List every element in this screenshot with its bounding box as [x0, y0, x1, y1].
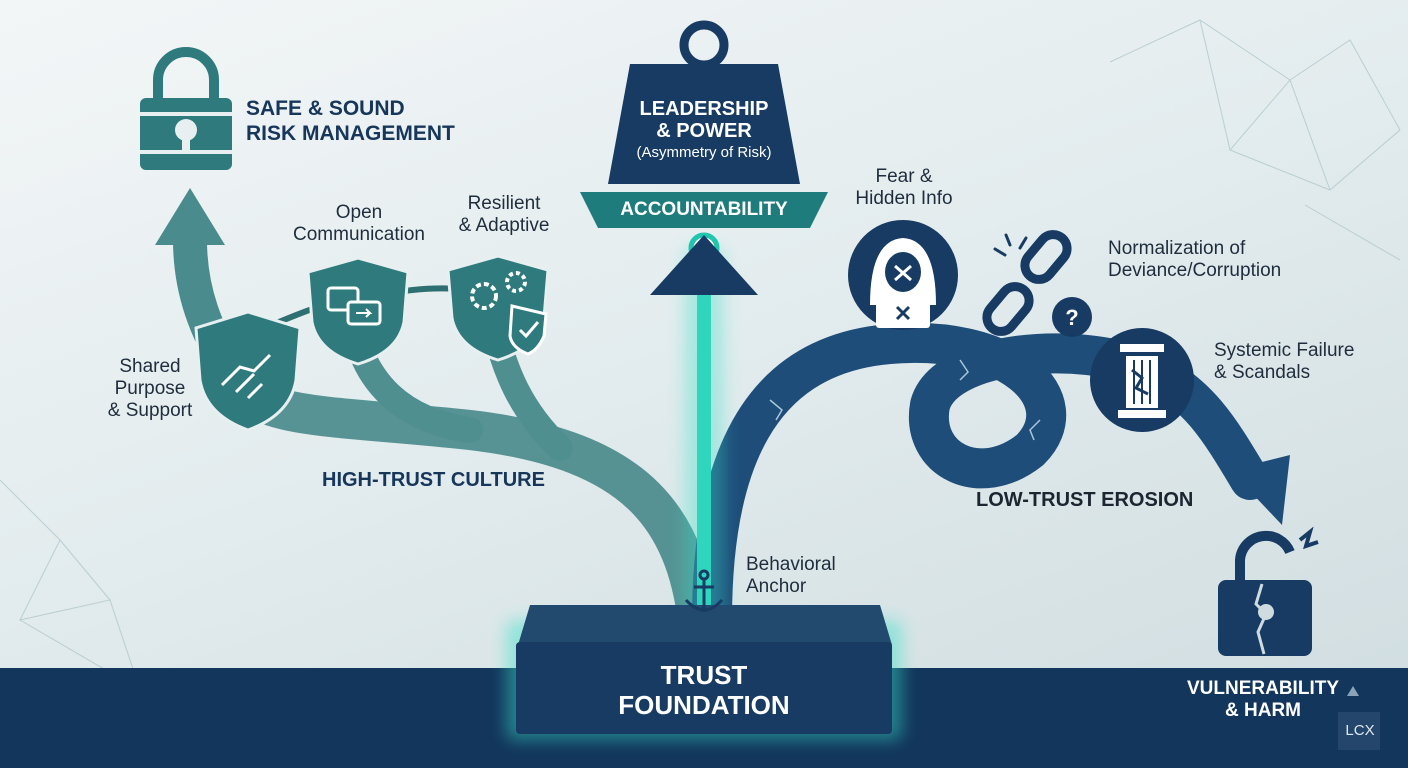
trust-foundation-label: TRUST FOUNDATION: [516, 660, 892, 720]
branch-shared-purpose-line3: & Support: [107, 400, 193, 421]
branch-shared-purpose-line2: Purpose: [114, 378, 186, 399]
gears-shield-icon: [446, 254, 550, 362]
step-fear-line2: Hidden Info: [855, 188, 953, 209]
low-trust-arrowhead: [1230, 455, 1290, 525]
branch-open-communication-label: Open Communication: [280, 202, 438, 246]
behavioral-anchor-label: Behavioral Anchor: [746, 554, 836, 598]
low-trust-erosion-label: LOW-TRUST EROSION: [976, 489, 1194, 511]
goal-label: SAFE & SOUND RISK MANAGEMENT: [246, 96, 455, 146]
step-fear-line1: Fear &: [875, 166, 933, 187]
step-systemic-failure-line1: Systemic Failure: [1214, 340, 1355, 361]
branch-shared-purpose-label: Shared Purpose & Support: [96, 356, 204, 422]
branch-resilient-label: Resilient & Adaptive: [446, 193, 562, 237]
goal-label-line2: RISK MANAGEMENT: [246, 122, 455, 145]
high-trust-arrowhead: [155, 188, 225, 245]
watermark-triangle: [1347, 686, 1359, 696]
weight-line2: & POWER: [656, 120, 752, 142]
anchor-line1: Behavioral: [746, 554, 836, 575]
svg-text:?: ?: [1065, 305, 1078, 330]
padlock-icon: [140, 47, 232, 170]
weight-line3: (Asymmetry of Risk): [636, 144, 772, 161]
step-normalization-label: Normalization of Deviance/Corruption: [1108, 238, 1281, 282]
anchor-icon: [684, 569, 724, 612]
branch-shared-purpose-line1: Shared: [119, 356, 181, 377]
weight-line1: LEADERSHIP: [639, 98, 769, 120]
step-systemic-failure-label: Systemic Failure & Scandals: [1214, 340, 1354, 384]
accountability-beam: [697, 250, 711, 630]
foundation-line1: TRUST: [660, 660, 748, 690]
foundation-block: [516, 642, 892, 734]
broken-padlock-icon: [1218, 526, 1319, 656]
fulcrum: [650, 235, 758, 295]
high-trust-branches: [173, 223, 720, 660]
chat-shield-icon: [306, 256, 410, 366]
broken-pillar-icon: [1090, 328, 1194, 432]
step-normalization-line2: Deviance/Corruption: [1108, 260, 1282, 281]
leadership-weight-label: LEADERSHIP & POWER (Asymmetry of Risk): [620, 98, 788, 164]
outcome-line1: VULNERABILITY: [1187, 678, 1339, 699]
watermark-box: [1338, 712, 1380, 750]
anchor-line2: Anchor: [746, 576, 807, 597]
high-trust-culture-label: HIGH-TRUST CULTURE: [322, 469, 545, 491]
branch-open-communication-line1: Open: [335, 202, 383, 223]
watermark-text: LCX: [1345, 722, 1375, 739]
step-normalization-line1: Normalization of: [1108, 238, 1246, 259]
step-fear-label: Fear & Hidden Info: [845, 166, 963, 210]
accountability-label: ACCOUNTABILITY: [620, 199, 788, 220]
vulnerability-harm-label: VULNERABILITY & HARM: [1178, 678, 1348, 722]
accountability-bar: [580, 192, 828, 228]
leadership-weight: [608, 20, 800, 184]
outcome-line2: & HARM: [1225, 700, 1301, 721]
branch-resilient-line1: Resilient: [467, 193, 541, 214]
broken-chain-icon: ?: [982, 230, 1092, 337]
foundation-top: [518, 605, 892, 645]
branch-resilient-line2: & Adaptive: [458, 215, 550, 236]
hooded-figure-icon: [848, 220, 958, 330]
step-systemic-failure-line2: & Scandals: [1214, 362, 1311, 383]
foundation-line2: FOUNDATION: [618, 690, 790, 720]
goal-label-line1: SAFE & SOUND: [246, 97, 405, 120]
branch-open-communication-line2: Communication: [293, 224, 425, 245]
handshake-shield-icon: [194, 310, 302, 432]
